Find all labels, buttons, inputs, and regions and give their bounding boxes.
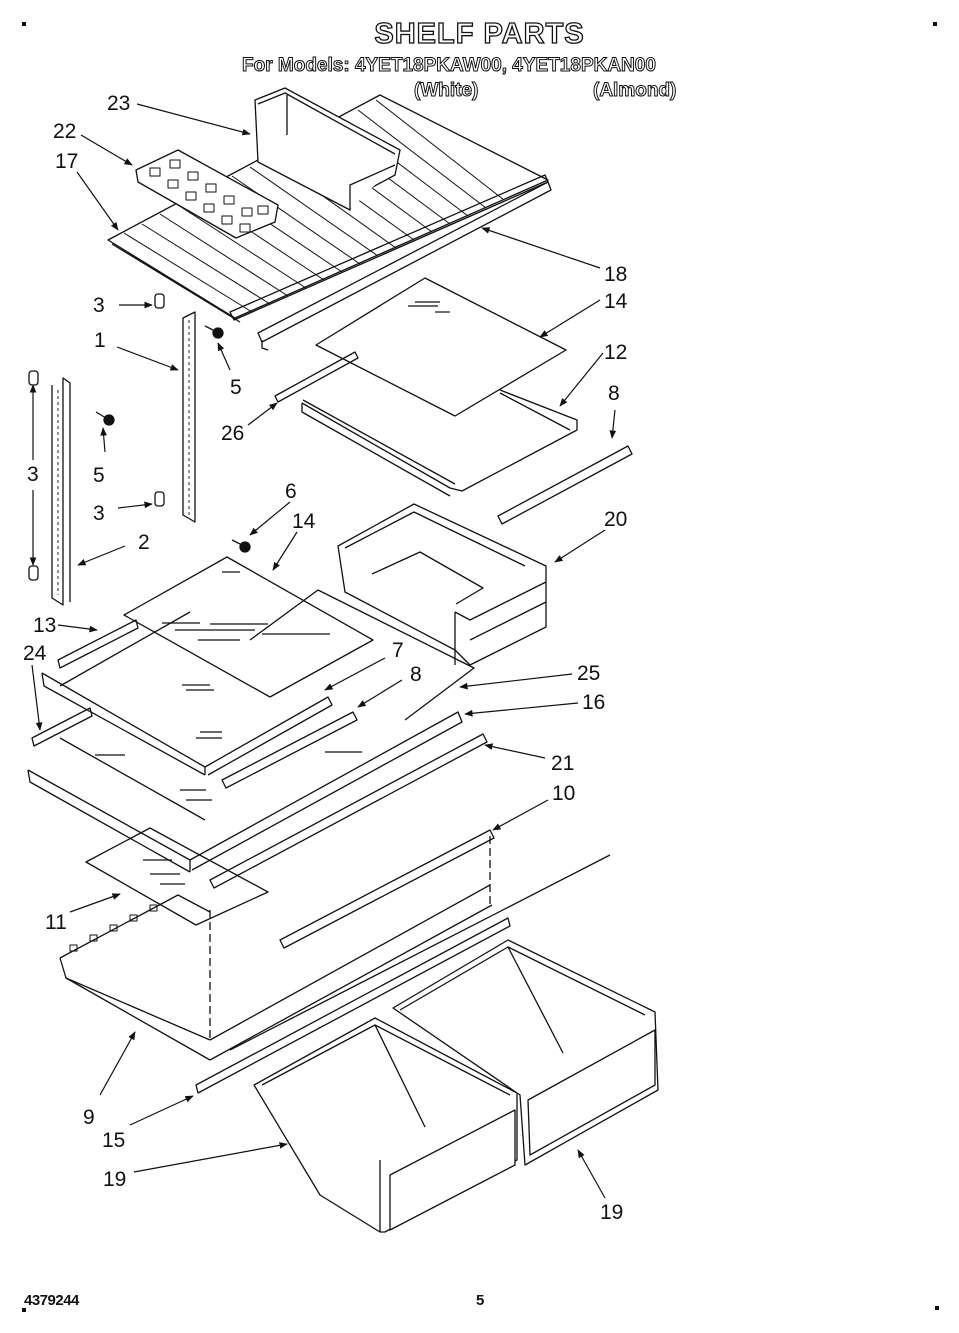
callout-12: 12 [604, 341, 628, 364]
variant-white: (White) [413, 80, 479, 102]
registration-mark [22, 1308, 26, 1312]
glass-panel-14-middle [123, 556, 374, 698]
callout-14: 14 [604, 290, 628, 313]
rail-26 [274, 351, 359, 403]
callout-10: 10 [552, 782, 576, 805]
shelf-frame-lower [27, 711, 463, 873]
rail-24 [31, 707, 93, 747]
callout-5: 5 [230, 376, 242, 399]
shelf-frame-7 [41, 611, 333, 776]
callout-7: 7 [392, 639, 404, 662]
callout-leaders [29, 103, 617, 1199]
callout-18: 18 [604, 263, 628, 286]
callout-6: 6 [285, 480, 297, 503]
callout-11: 11 [45, 911, 67, 934]
meat-pan-20 [337, 503, 547, 666]
ladder-post-2 [51, 377, 71, 606]
callout-19: 19 [600, 1201, 624, 1224]
registration-mark [935, 1306, 939, 1310]
glass-panel-14-top [315, 277, 567, 417]
document-number: 4379244 [24, 1292, 79, 1309]
callout-8: 8 [410, 663, 422, 686]
variant-almond: (Almond) [592, 80, 677, 102]
trim-8-lower [221, 711, 358, 789]
callout-5: 5 [93, 464, 105, 487]
cover-panel-25 [249, 589, 475, 721]
callout-15: 15 [102, 1129, 126, 1152]
models-line: For Models: 4YET18PKAW00, 4YET18PKAN00 [242, 55, 657, 77]
callout-14: 14 [292, 510, 316, 533]
callout-25: 25 [577, 662, 601, 685]
ladder-post-1 [182, 311, 196, 523]
shelf-track-18 [257, 181, 552, 351]
callout-17: 17 [55, 150, 79, 173]
crisper-frame-9 [59, 829, 611, 1061]
door-bin-23 [254, 87, 401, 211]
trim-8-upper [497, 445, 633, 525]
callout-8: 8 [608, 382, 620, 405]
screws [95, 325, 251, 553]
callout-16: 16 [582, 691, 606, 714]
callout-3: 3 [93, 294, 105, 317]
callout-19: 19 [103, 1168, 127, 1191]
callout-21: 21 [551, 752, 575, 775]
diagram-title: SHELF PARTS [374, 17, 585, 50]
shelf-rail-13 [57, 619, 139, 669]
callout-3: 3 [93, 502, 105, 525]
callout-1: 1 [94, 329, 106, 352]
registration-mark [933, 22, 937, 26]
crisper-drawer-19-left [253, 1017, 518, 1233]
callout-13: 13 [33, 614, 57, 637]
rail-15 [195, 917, 511, 1094]
callout-9: 9 [83, 1106, 95, 1129]
callout-22: 22 [53, 120, 77, 143]
clips-3 [28, 293, 165, 581]
callout-23: 23 [107, 92, 131, 115]
callout-3: 3 [27, 463, 39, 486]
shelf-frame-12 [301, 389, 578, 497]
ice-tray-22 [135, 149, 279, 239]
callout-24: 24 [23, 642, 47, 665]
registration-mark [22, 22, 26, 26]
crisper-drawer-19-right [392, 939, 659, 1166]
callout-20: 20 [604, 508, 628, 531]
glass-panel-11 [85, 827, 269, 926]
callout-2: 2 [138, 531, 150, 554]
page-number: 5 [476, 1292, 484, 1309]
callout-26: 26 [221, 422, 245, 445]
rail-21 [209, 733, 488, 889]
